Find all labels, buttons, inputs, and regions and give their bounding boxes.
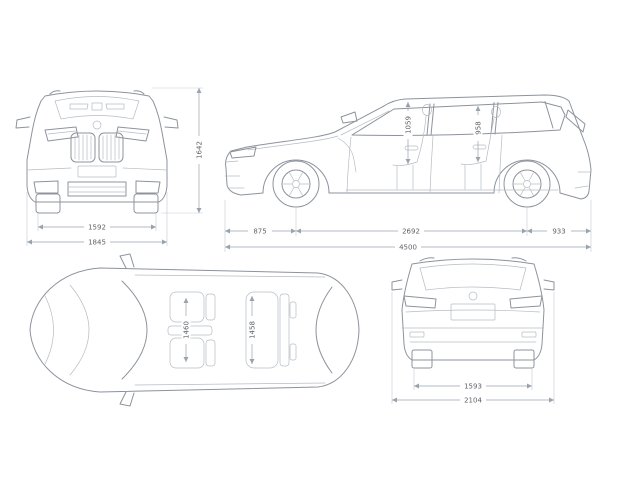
side-view-drawing bbox=[224, 94, 592, 208]
front-overhang-label: 875 bbox=[253, 228, 266, 236]
rear-reflector-left bbox=[409, 331, 425, 338]
side-mirror bbox=[340, 111, 358, 124]
front-interior-width-label: 1460 bbox=[183, 321, 191, 339]
top-front-seatback-left bbox=[205, 293, 216, 321]
greenhouse-glass bbox=[351, 101, 566, 136]
rear-reflector-right bbox=[521, 331, 537, 338]
rear-bumper-detail bbox=[574, 171, 591, 189]
kidney-grille-right bbox=[98, 132, 124, 163]
hood-and-windshield-lines bbox=[247, 110, 390, 151]
side-body-outline bbox=[225, 94, 592, 200]
taillight bbox=[565, 109, 586, 133]
top-view-dimensions: 1460 1458 bbox=[181, 296, 257, 364]
door-cut-lines bbox=[346, 134, 503, 194]
width-incl-mirrors-label: 2104 bbox=[464, 397, 482, 405]
front-view-wheel-left bbox=[35, 193, 61, 214]
windshield bbox=[54, 96, 140, 120]
side-view-dimensions: 1059 958 875 2692 933 4500 bbox=[224, 102, 592, 252]
rear-license-plate bbox=[450, 303, 496, 321]
rear-door-handle bbox=[472, 144, 487, 150]
rear-mirrors bbox=[391, 279, 555, 291]
headlights bbox=[44, 126, 150, 142]
front-door-handle bbox=[404, 145, 419, 151]
rear-roof-rails bbox=[419, 257, 527, 262]
side-headlight bbox=[229, 146, 257, 159]
rear-view-dimensions: 1593 2104 bbox=[391, 292, 555, 405]
rear-overhang-label: 933 bbox=[552, 228, 565, 236]
front-view-drawing bbox=[15, 90, 179, 214]
wheelbase-label: 2692 bbox=[402, 228, 420, 236]
top-mirrors bbox=[119, 253, 135, 407]
front-width-label: 1845 bbox=[88, 239, 106, 247]
side-front-wheel bbox=[272, 160, 320, 208]
front-view-wheel-right bbox=[133, 193, 159, 214]
intake-mesh bbox=[67, 186, 127, 193]
top-rear-seatback bbox=[279, 293, 290, 367]
side-rear-wheel bbox=[503, 160, 551, 208]
top-windshield-arc bbox=[121, 280, 148, 380]
rear-view-drawing bbox=[391, 257, 555, 369]
sun-visors bbox=[69, 102, 125, 111]
rear-headroom-label: 958 bbox=[475, 121, 483, 134]
top-roof-rails bbox=[134, 274, 326, 386]
headlight-detail bbox=[47, 130, 147, 135]
front-headrest bbox=[422, 104, 432, 116]
grille-slats bbox=[74, 134, 120, 161]
top-view-drawing bbox=[29, 253, 360, 407]
rear-window bbox=[419, 263, 527, 291]
center-air-intake bbox=[67, 181, 127, 197]
top-rear-window-arc bbox=[315, 286, 333, 374]
kidney-grille-left bbox=[70, 132, 96, 163]
side-intakes bbox=[33, 180, 161, 194]
rear-view-wheel-left bbox=[411, 349, 433, 369]
dashboard-line bbox=[337, 137, 357, 173]
front-seat bbox=[392, 115, 427, 190]
tailgate-line bbox=[405, 309, 541, 313]
top-front-seatback-right bbox=[205, 339, 216, 367]
front-bumper-detail bbox=[224, 160, 245, 189]
rear-bumper-lines bbox=[401, 327, 545, 343]
roof-rails bbox=[49, 90, 145, 95]
license-plate bbox=[77, 165, 117, 178]
pillars bbox=[426, 101, 554, 136]
length-label: 4500 bbox=[399, 244, 417, 252]
front-view-dimensions: 1592 1845 1642 bbox=[26, 87, 204, 247]
front-headroom-label: 1059 bbox=[405, 116, 413, 134]
top-body-outline bbox=[29, 267, 360, 393]
rear-view-wheel-right bbox=[513, 349, 535, 369]
brand-roundel-icon bbox=[92, 120, 102, 130]
side-mirrors bbox=[15, 116, 179, 129]
hood-contours bbox=[44, 284, 90, 376]
rear-seat bbox=[460, 117, 495, 190]
bumper-crease bbox=[26, 167, 168, 171]
front-body-outline bbox=[26, 90, 168, 203]
rear-headrest bbox=[491, 106, 501, 118]
rear-taillights bbox=[403, 295, 543, 309]
top-rear-headrest-left bbox=[289, 301, 297, 319]
rear-body-outline bbox=[401, 258, 545, 361]
rear-track-label: 1593 bbox=[464, 383, 482, 391]
height-label: 1642 bbox=[196, 141, 204, 159]
top-rear-headrest-right bbox=[289, 343, 297, 361]
rear-roundel-icon bbox=[468, 291, 478, 301]
top-rear-bench bbox=[245, 291, 279, 369]
front-track-label: 1592 bbox=[88, 224, 106, 232]
rear-interior-width-label: 1458 bbox=[249, 321, 257, 339]
